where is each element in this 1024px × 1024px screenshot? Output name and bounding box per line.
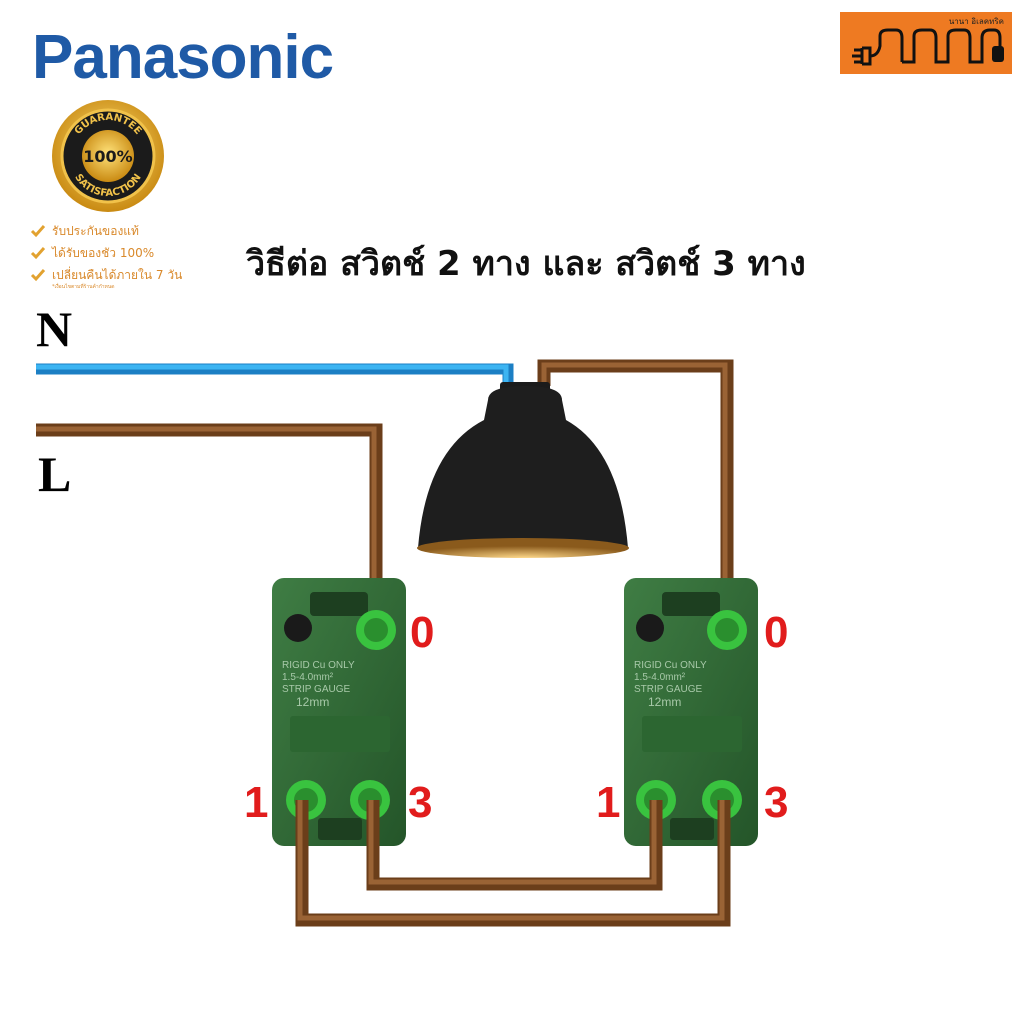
switch-1-terminal-1: 1 [244,778,269,827]
switch-2-terminal-0: 0 [764,608,789,657]
check-icon [30,225,46,238]
switch-1-terminal-3: 3 [408,778,433,827]
benefit-text: เปลี่ยนคืนได้ภายใน 7 วัน [52,267,183,282]
svg-text:STRIP GAUGE: STRIP GAUGE [634,684,702,695]
svg-text:RIGID Cu ONLY: RIGID Cu ONLY [634,660,707,671]
benefits-list: รับประกันของแท้ ได้รับของชัว 100% เปลี่ย… [30,220,182,291]
svg-text:12mm: 12mm [296,695,329,709]
svg-text:RIGID Cu ONLY: RIGID Cu ONLY [282,660,355,671]
benefit-item: เปลี่ยนคืนได้ภายใน 7 วัน [30,264,182,286]
svg-text:1.5-4.0mm²: 1.5-4.0mm² [282,672,334,683]
store-logo: นานา อิเลคทริค [840,12,1012,74]
check-icon [30,247,46,260]
switch-2: RIGID Cu ONLY 1.5-4.0mm² STRIP GAUGE 12m… [624,578,758,846]
switch-2-terminal-1: 1 [596,778,621,827]
switch-1: RIGID Cu ONLY 1.5-4.0mm² STRIP GAUGE 12m… [272,578,406,846]
svg-text:12mm: 12mm [648,695,681,709]
live-label: L [38,446,72,502]
svg-text:STRIP GAUGE: STRIP GAUGE [282,684,350,695]
benefit-item: ได้รับของชัว 100% [30,242,182,264]
benefits-note: *เงื่อนไขตามที่ร้านค้ากำหนด [52,284,115,290]
benefit-text: ได้รับของชัว 100% [52,245,155,260]
neutral-wire [36,363,514,386]
check-icon [30,269,46,282]
neutral-label: N [36,301,73,357]
seal-center-text: 100% [83,147,132,166]
page-title: วิธีต่อ สวิตช์ 2 ทาง และ สวิตช์ 3 ทาง [246,244,806,284]
switch-1-terminal-0: 0 [410,608,435,657]
plug-icon [852,28,1004,66]
guarantee-seal: GUARANTEE SATISFACTION 100% [52,100,164,212]
benefit-text: รับประกันของแท้ [52,223,139,238]
lamp-icon [417,382,629,558]
brand-logo: Panasonic [32,23,334,92]
switch-2-terminal-3: 3 [764,778,789,827]
store-tagline: นานา อิเลคทริค [948,17,1004,26]
benefit-item: รับประกันของแท้ [30,220,182,242]
svg-text:1.5-4.0mm²: 1.5-4.0mm² [634,672,686,683]
